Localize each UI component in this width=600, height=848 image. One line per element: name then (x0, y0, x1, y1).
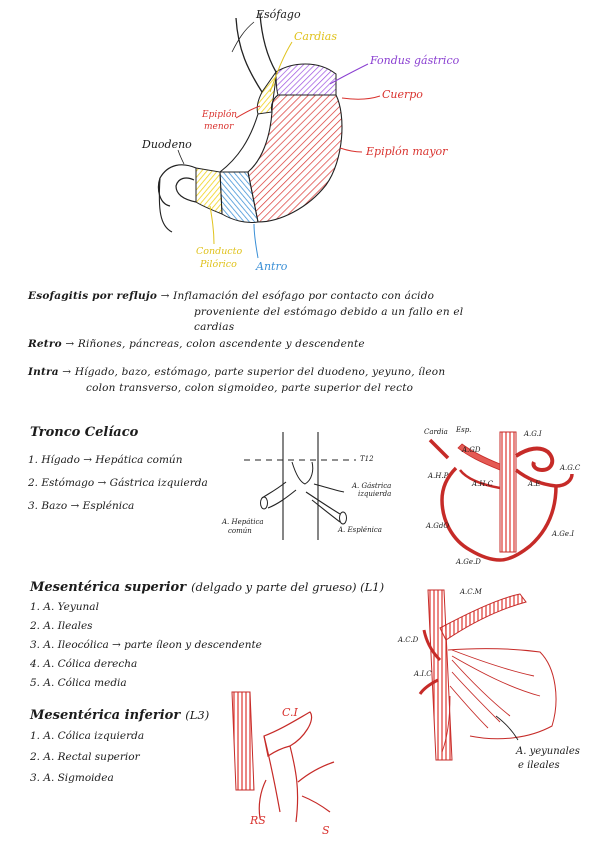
antrum-region (219, 171, 259, 223)
label-rs: RS (250, 814, 266, 827)
label-hepatica-2: común (228, 527, 252, 535)
mes-inf-item-3: 3. A. Sigmoidea (30, 772, 114, 784)
note-reflux-line1: → Inflamación del esófago por contacto c… (160, 290, 435, 302)
mes-inf-item-2: 2. A. Rectal superior (30, 751, 140, 763)
label-epiplon-mayor: Epiplón mayor (366, 145, 448, 158)
label-agc: A.G.C (560, 464, 581, 472)
label-agi: A.G.I (524, 430, 542, 438)
pyloric-canal-region (195, 167, 223, 215)
label-cuerpo: Cuerpo (382, 88, 423, 101)
mes-inf-title: Mesentérica inferior (30, 708, 181, 723)
label-epiplon-menor-2: menor (204, 122, 234, 132)
mes-sup-title: Mesentérica superior (30, 580, 187, 595)
tronco-title: Tronco Celíaco (30, 425, 139, 440)
mes-sup-header: Mesentérica superior (delgado y parte de… (30, 576, 384, 595)
label-agd: A.GD (462, 446, 481, 454)
label-agei: A.Ge.I (552, 530, 575, 538)
superior-mesenteric-diagram (418, 589, 557, 761)
label-esplenica: A. Esplénica (338, 526, 382, 534)
label-agdo: A.GdO (426, 522, 450, 530)
tronco-item-1: 1. Hígado → Hepática común (28, 454, 183, 466)
label-yeyunales-1: A. yeyunales (516, 746, 580, 757)
mes-inf-list: 1. A. Cólica izquierda 2. A. Rectal supe… (30, 728, 144, 791)
celiac-trunk-diagram (244, 432, 356, 540)
label-conducto-1: Conducto (196, 246, 243, 257)
mes-sup-item-4: 4. A. Cólica derecha (30, 658, 138, 670)
note-intra-line2: colon transverso, colon sigmoideo, parte… (86, 382, 414, 394)
gastric-arteries-diagram (428, 431, 574, 562)
label-gastrica-izq-1: A. Gástrica (352, 482, 392, 490)
fundus-region (275, 63, 337, 96)
note-intra-term: Intra (28, 366, 59, 378)
label-cardias: Cardias (294, 30, 337, 43)
label-conducto-2: Pilórico (200, 259, 237, 270)
body-region (247, 94, 343, 223)
mes-sup-item-1: 1. A. Yeyunal (30, 601, 99, 613)
note-reflux-term: Esofagitis por reflujo (28, 290, 158, 302)
label-epiplon-menor-1: Epiplón (202, 110, 238, 120)
label-ahp: A.H.P (428, 472, 449, 480)
mes-sup-item-2: 2. A. Ileales (30, 620, 93, 632)
tronco-item-2: 2. Estómago → Gástrica izquierda (28, 477, 208, 489)
label-t12: T12 (360, 455, 374, 463)
label-gastrica-izq-2: izquierda (358, 490, 392, 498)
label-ci: C.I (282, 706, 298, 719)
label-acd: A.C.D (398, 636, 419, 644)
note-retro-term: Retro (28, 338, 62, 350)
label-esofago: Esófago (256, 8, 301, 21)
label-fundus: Fondus gástrico (370, 54, 460, 67)
mes-sup-item-5: 5. A. Cólica media (30, 677, 127, 689)
mes-sup-item-3: 3. A. Ileocólica → parte íleon y descend… (30, 639, 262, 651)
label-s: S (322, 824, 330, 837)
label-ahc: A.H.C (472, 480, 493, 488)
label-cardia-r: Cardia (424, 428, 448, 436)
inferior-mesenteric-diagram (231, 691, 335, 823)
duodenum-drawing (157, 164, 197, 207)
label-antro: Antro (256, 260, 288, 273)
label-yeyunales-2: e ileales (518, 760, 560, 771)
label-esp-r: Esp. (456, 426, 472, 434)
label-aic: A.I.C (414, 670, 432, 678)
note-intra: Intra → Hígado, bazo, estómago, parte su… (28, 366, 445, 378)
note-retro-text: → Riñones, páncreas, colon ascendente y … (65, 338, 365, 350)
tronco-list: 1. Hígado → Hepática común 2. Estómago →… (28, 451, 208, 520)
note-reflux-line3: cardias (194, 321, 235, 333)
label-duodeno: Duodeno (142, 138, 192, 151)
esophagus-drawing (235, 13, 277, 93)
note-retro: Retro → Riñones, páncreas, colon ascende… (28, 338, 365, 350)
label-aged: A.Ge.D (456, 558, 481, 566)
mes-inf-item-1: 1. A. Cólica izquierda (30, 730, 145, 742)
note-intra-line1: → Hígado, bazo, estómago, parte superior… (62, 366, 446, 378)
mes-sup-subtitle: (delgado y parte del grueso) (L1) (191, 580, 385, 594)
label-acm: A.C.M (460, 588, 482, 596)
mes-inf-header: Mesentérica inferior (L3) (30, 704, 209, 723)
label-ae: A.E (528, 480, 541, 488)
mes-sup-list: 1. A. Yeyunal 2. A. Ileales 3. A. Ileocó… (30, 600, 262, 695)
note-reflux-line2: proveniente del estómago debido a un fal… (194, 306, 464, 318)
label-hepatica-1: A. Hepática (222, 518, 264, 526)
mes-inf-subtitle: (L3) (185, 708, 210, 722)
note-reflux: Esofagitis por reflujo → Inflamación del… (28, 290, 434, 302)
tronco-item-3: 3. Bazo → Esplénica (28, 500, 135, 512)
